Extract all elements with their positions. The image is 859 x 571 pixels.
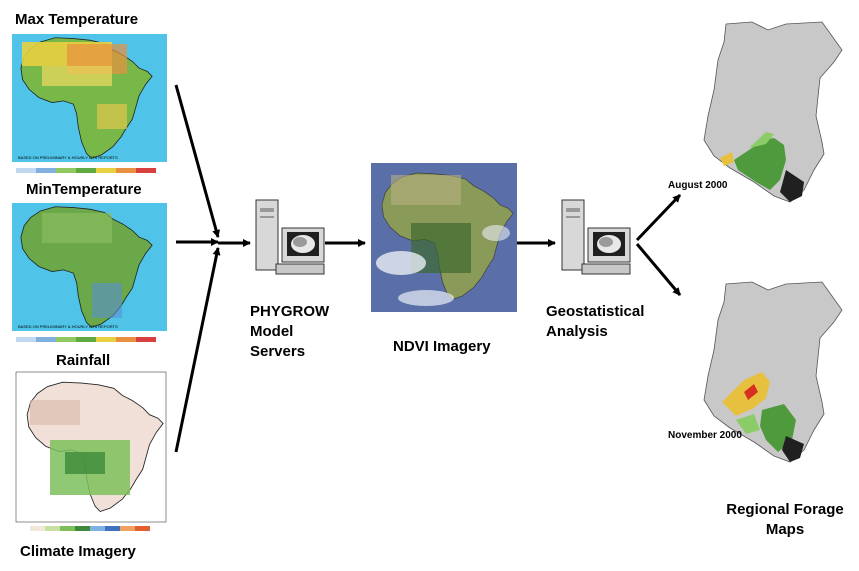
min-temperature-map: BASED ON PRELIMINARY & HOURLY GTS REPORT… (12, 203, 167, 351)
arrow-rainfall (174, 247, 221, 453)
map-footer-text: BASED ON PRELIMINARY & HOURLY GTS REPORT… (18, 324, 118, 329)
november-2000-label: November 2000 (668, 430, 742, 441)
computer-icon (252, 198, 326, 278)
computer-icon (558, 198, 632, 278)
ndvi-image (371, 163, 517, 312)
min-temperature-label: MinTemperature (26, 181, 142, 198)
color-scale (16, 168, 156, 173)
phygrow-label: PHYGROW Model Servers (250, 303, 330, 360)
forage-map-august (674, 20, 846, 212)
ndvi-label: NDVI Imagery (393, 338, 491, 355)
rainfall-map (10, 370, 170, 540)
color-scale (16, 337, 156, 342)
climate-imagery-label: Climate Imagery (20, 543, 136, 560)
geostatistical-label: Geostatistical Analysis (546, 303, 645, 340)
august-2000-label: August 2000 (668, 180, 728, 191)
map-footer-text: BASED ON PRELIMINARY & HOURLY GTS REPORT… (18, 155, 118, 160)
max-temperature-label: Max Temperature (15, 11, 139, 28)
forage-map-november (674, 280, 846, 472)
max-temperature-map: BASED ON PRELIMINARY & HOURLY GTS REPORT… (12, 34, 167, 182)
regional-forage-maps-label: Regional Forage Maps (726, 501, 844, 538)
rainfall-label: Rainfall (56, 352, 111, 369)
color-scale (30, 526, 150, 531)
arrow-max-temp (174, 84, 220, 238)
